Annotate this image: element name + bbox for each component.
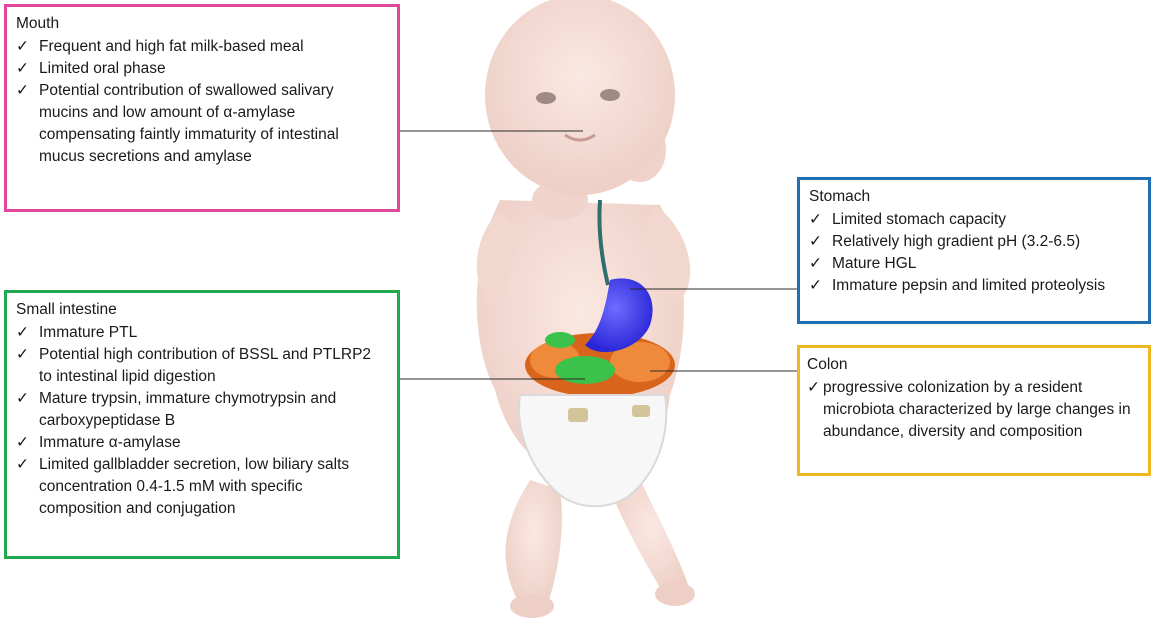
list-item: ✓Potential high contribution of BSSL and…: [16, 344, 387, 388]
list-item: ✓Limited stomach capacity: [809, 209, 1138, 231]
colon-title: Colon: [807, 354, 1138, 376]
small-intestine-list: ✓Immature PTL ✓Potential high contributi…: [16, 322, 387, 520]
stomach-box: Stomach ✓Limited stomach capacity ✓Relat…: [797, 177, 1151, 324]
check-icon: ✓: [809, 231, 832, 253]
stomach-title: Stomach: [809, 186, 1138, 208]
list-item: ✓Limited gallbladder secretion, low bili…: [16, 454, 387, 520]
list-item: ✓Limited oral phase: [16, 58, 387, 80]
list-item: ✓Mature trypsin, immature chymotrypsin a…: [16, 388, 387, 432]
mouth-box: Mouth ✓Frequent and high fat milk-based …: [4, 4, 400, 212]
check-icon: ✓: [16, 344, 39, 388]
list-item: ✓Frequent and high fat milk-based meal: [16, 36, 387, 58]
check-icon: ✓: [16, 36, 39, 58]
list-item: ✓Mature HGL: [809, 253, 1138, 275]
check-icon: ✓: [16, 322, 39, 344]
mouth-title: Mouth: [16, 13, 387, 35]
check-icon: ✓: [16, 432, 39, 454]
list-item: ✓Relatively high gradient pH (3.2-6.5): [809, 231, 1138, 253]
check-icon: ✓: [16, 454, 39, 520]
check-icon: ✓: [16, 388, 39, 432]
check-icon: ✓: [809, 253, 832, 275]
list-item: ✓Immature pepsin and limited proteolysis: [809, 275, 1138, 297]
mouth-list: ✓Frequent and high fat milk-based meal ✓…: [16, 36, 387, 168]
check-icon: ✓: [809, 209, 832, 231]
baby-head: [485, 0, 675, 195]
list-item: ✓Potential contribution of swallowed sal…: [16, 80, 387, 168]
small-intestine-title: Small intestine: [16, 299, 387, 321]
stomach-list: ✓Limited stomach capacity ✓Relatively hi…: [809, 209, 1138, 297]
check-icon: ✓: [16, 80, 39, 168]
list-item: ✓progressive colonization by a resident …: [807, 377, 1138, 443]
check-icon: ✓: [809, 275, 832, 297]
list-item: ✓Immature α-amylase: [16, 432, 387, 454]
colon-list: ✓progressive colonization by a resident …: [807, 377, 1138, 443]
colon-box: Colon ✓progressive colonization by a res…: [797, 345, 1151, 476]
small-intestine-box: Small intestine ✓Immature PTL ✓Potential…: [4, 290, 400, 559]
check-icon: ✓: [807, 377, 823, 443]
list-item: ✓Immature PTL: [16, 322, 387, 344]
check-icon: ✓: [16, 58, 39, 80]
